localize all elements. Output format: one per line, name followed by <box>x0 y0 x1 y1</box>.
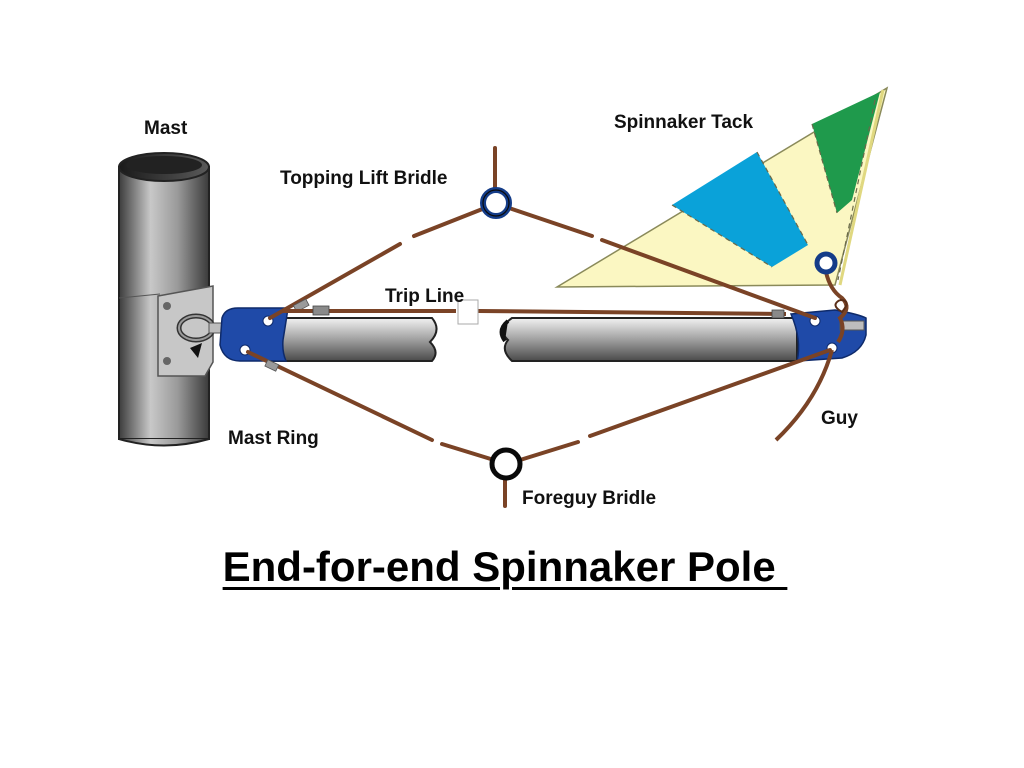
spinnaker-pole <box>271 317 798 362</box>
label-topping-lift-bridle: Topping Lift Bridle <box>280 168 447 189</box>
tack-ring <box>814 251 838 275</box>
topping-lift-bridle <box>268 146 817 320</box>
spinnaker-sail <box>554 86 889 288</box>
label-mast-ring: Mast Ring <box>228 428 319 449</box>
label-trip-line: Trip Line <box>385 286 464 307</box>
label-spinnaker-tack: Spinnaker Tack <box>614 112 753 133</box>
foreguy-ring <box>489 447 523 481</box>
foreguy-bridle <box>246 348 832 508</box>
label-foreguy-bridle: Foreguy Bridle <box>522 488 656 509</box>
pole-end-fitting-outer <box>789 309 867 362</box>
page-title: End-for-end Spinnaker Pole <box>222 543 788 590</box>
label-guy: Guy <box>821 408 858 429</box>
label-mast: Mast <box>144 118 188 139</box>
guy <box>774 271 849 442</box>
trip-line <box>282 299 787 325</box>
bridle-sleeves <box>264 298 310 372</box>
